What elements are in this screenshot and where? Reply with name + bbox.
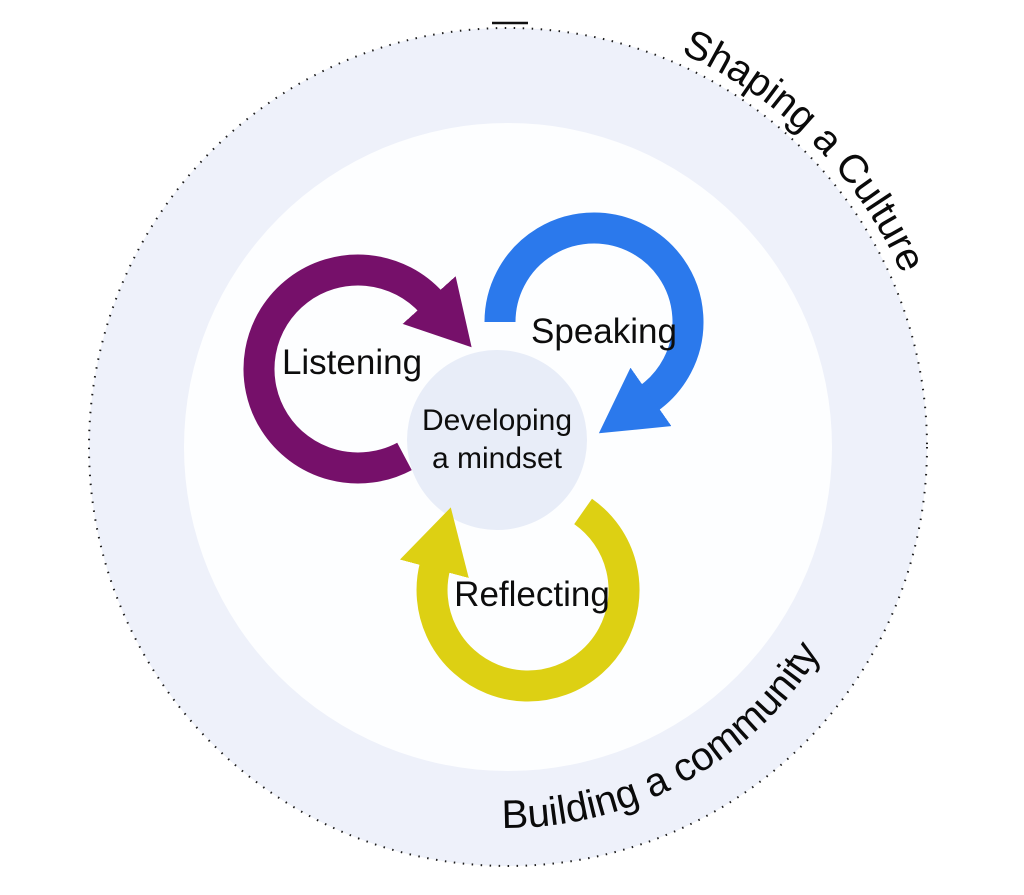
center-label-line1: Developing bbox=[422, 404, 572, 437]
listening-cycle-arrow bbox=[243, 254, 472, 484]
speaking-cycle-arrow bbox=[484, 212, 704, 434]
reflecting-cycle-arrow bbox=[399, 498, 640, 702]
center-label-line2: a mindset bbox=[432, 442, 563, 475]
center-mindset-disc bbox=[407, 350, 587, 530]
listening-label: Listening bbox=[282, 343, 422, 382]
reflecting-label: Reflecting bbox=[454, 575, 610, 614]
speaking-label: Speaking bbox=[531, 312, 677, 351]
